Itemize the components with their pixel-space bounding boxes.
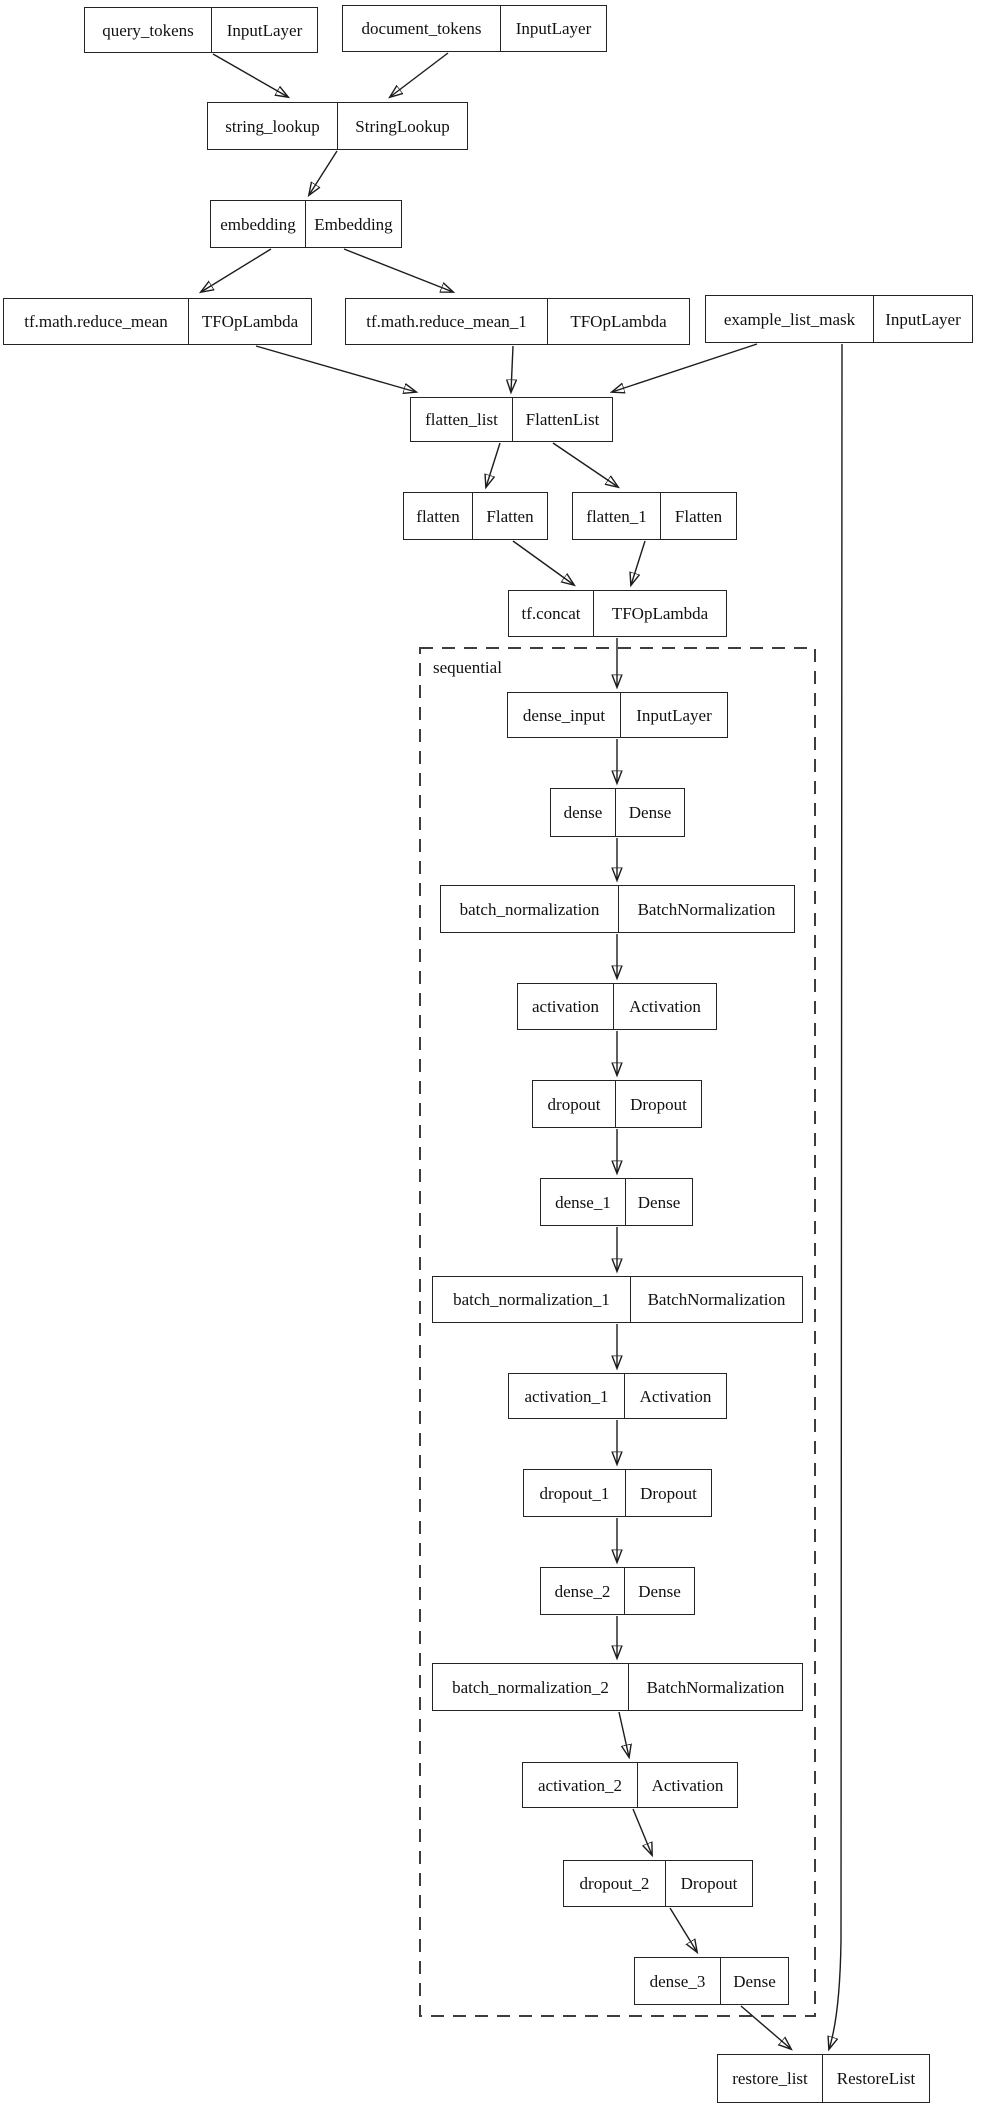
node-reduce_mean_1: tf.math.reduce_mean_1 TFOpLambda [345, 298, 690, 345]
node-type-label: InputLayer [885, 309, 961, 329]
node-name-label: tf.concat [509, 591, 594, 636]
node-dense_3: dense_3 Dense [634, 1957, 789, 2005]
edge-bn_2-activation_2 [618, 1711, 629, 1757]
node-name-label: batch_normalization_2 [433, 1664, 629, 1710]
node-name-label: tf.math.reduce_mean [4, 299, 189, 344]
node-dropout: dropout Dropout [532, 1080, 702, 1128]
node-name-label: dropout [533, 1081, 616, 1127]
edge-string_lookup-embedding [309, 150, 338, 195]
node-type-label: Dense [637, 1192, 681, 1212]
edge-embedding-reduce_mean [201, 248, 272, 292]
node-string_lookup: string_lookup StringLookup [207, 102, 468, 150]
node-type-label: Activation [629, 997, 701, 1016]
edge-flatten_1-tf_concat [631, 540, 646, 585]
edge-flatten_list-flatten [486, 442, 501, 487]
node-type-label: Embedding [314, 214, 393, 234]
node-dense_2: dense_2 Dense [540, 1567, 695, 1615]
node-type-label: RestoreList [836, 2069, 916, 2088]
node-tf_concat: tf.concat TFOpLambda [508, 590, 727, 637]
node-type-label: StringLookup [355, 116, 450, 136]
node-name-label: flatten_list [411, 398, 513, 441]
node-type-label: Dense [638, 1581, 681, 1601]
node-flatten_1: flatten_1 Flatten [572, 492, 737, 540]
node-dense: dense Dense [550, 788, 685, 837]
edge-flatten-tf_concat [512, 540, 574, 585]
node-dropout_2: dropout_2 Dropout [563, 1860, 753, 1907]
edge-activation_2-dropout_2 [632, 1808, 652, 1855]
node-type-label: TFOpLambda [201, 312, 299, 331]
edge-dropout_2-dense_3 [669, 1907, 697, 1952]
node-name-label: tf.math.reduce_mean_1 [346, 299, 548, 344]
node-name-label: string_lookup [208, 103, 338, 149]
node-type-label: InputLayer [515, 19, 592, 38]
node-dense_1: dense_1 Dense [540, 1178, 693, 1226]
node-query_tokens: query_tokens InputLayer [84, 7, 318, 53]
node-name-label: activation_1 [509, 1374, 625, 1418]
node-name-label: dense_1 [541, 1179, 626, 1225]
node-type-label: Dropout [630, 1094, 687, 1114]
node-type-label: BatchNormalization [647, 1290, 786, 1309]
node-type-label: FlattenList [525, 410, 600, 429]
node-activation: activation Activation [517, 983, 717, 1030]
node-name-label: dense_2 [541, 1568, 625, 1614]
node-activation_1: activation_1 Activation [508, 1373, 727, 1419]
node-type-label: Activation [639, 1386, 712, 1406]
edge-flatten_list-flatten_1 [552, 442, 618, 487]
node-type-label: BatchNormalization [637, 899, 776, 919]
node-name-label: dense_3 [635, 1958, 721, 2004]
edge-embedding-reduce_mean_1 [343, 248, 453, 292]
node-name-label: activation_2 [523, 1763, 638, 1807]
node-reduce_mean: tf.math.reduce_mean TFOpLambda [3, 298, 312, 345]
edge-document_tokens-string_lookup [390, 52, 449, 97]
node-batch_normalization_1: batch_normalization_1 BatchNormalization [432, 1276, 803, 1323]
node-batch_normalization: batch_normalization BatchNormalization [440, 885, 795, 933]
node-name-label: embedding [211, 201, 306, 247]
edge-dense_3-restore_list [740, 2005, 791, 2049]
node-name-label: example_list_mask [706, 296, 874, 342]
node-name-label: flatten_1 [573, 493, 661, 539]
node-flatten_list: flatten_list FlattenList [410, 397, 613, 442]
node-name-label: flatten [404, 493, 473, 539]
node-type-label: Dense [628, 803, 672, 822]
node-name-label: dropout_1 [524, 1470, 626, 1516]
node-name-label: query_tokens [85, 8, 212, 52]
node-name-label: dense [551, 789, 616, 836]
node-name-label: dense_input [508, 693, 621, 737]
node-embedding: embedding Embedding [210, 200, 402, 248]
node-type-label: Dropout [680, 1874, 738, 1893]
node-name-label: batch_normalization [441, 886, 619, 932]
sequential-cluster-border [419, 647, 816, 2017]
node-type-label: BatchNormalization [646, 1677, 785, 1697]
node-example_list_mask: example_list_mask InputLayer [705, 295, 973, 343]
node-type-label: TFOpLambda [611, 604, 709, 623]
sequential-cluster-label: sequential [433, 658, 502, 677]
node-type-label: TFOpLambda [570, 312, 667, 331]
node-type-label: Flatten [674, 506, 723, 526]
node-type-label: Flatten [486, 506, 534, 526]
edge-reduce_mean_1-flatten_list [511, 345, 513, 392]
edge-example_list_mask-restore_list [829, 343, 843, 2049]
edge-reduce_mean-flatten_list [255, 345, 416, 392]
node-restore_list: restore_list RestoreList [717, 2054, 930, 2103]
edge-query_tokens-string_lookup [212, 53, 288, 97]
node-name-label: restore_list [718, 2055, 823, 2102]
node-type-label: Dropout [640, 1483, 697, 1503]
node-type-label: InputLayer [636, 705, 712, 725]
node-batch_normalization_2: batch_normalization_2 BatchNormalization [432, 1663, 803, 1711]
node-name-label: activation [518, 984, 614, 1029]
node-name-label: dropout_2 [564, 1861, 666, 1906]
node-dense_input: dense_input InputLayer [507, 692, 728, 738]
node-dropout_1: dropout_1 Dropout [523, 1469, 712, 1517]
node-type-label: Dense [733, 1971, 776, 1991]
node-type-label: InputLayer [226, 20, 303, 40]
node-activation_2: activation_2 Activation [522, 1762, 738, 1808]
node-name-label: batch_normalization_1 [433, 1277, 631, 1322]
node-document_tokens: document_tokens InputLayer [342, 5, 607, 52]
edge-example_list_mask-flatten_list [612, 343, 758, 392]
node-flatten: flatten Flatten [403, 492, 548, 540]
node-type-label: Activation [651, 1775, 724, 1795]
node-name-label: document_tokens [343, 6, 501, 51]
